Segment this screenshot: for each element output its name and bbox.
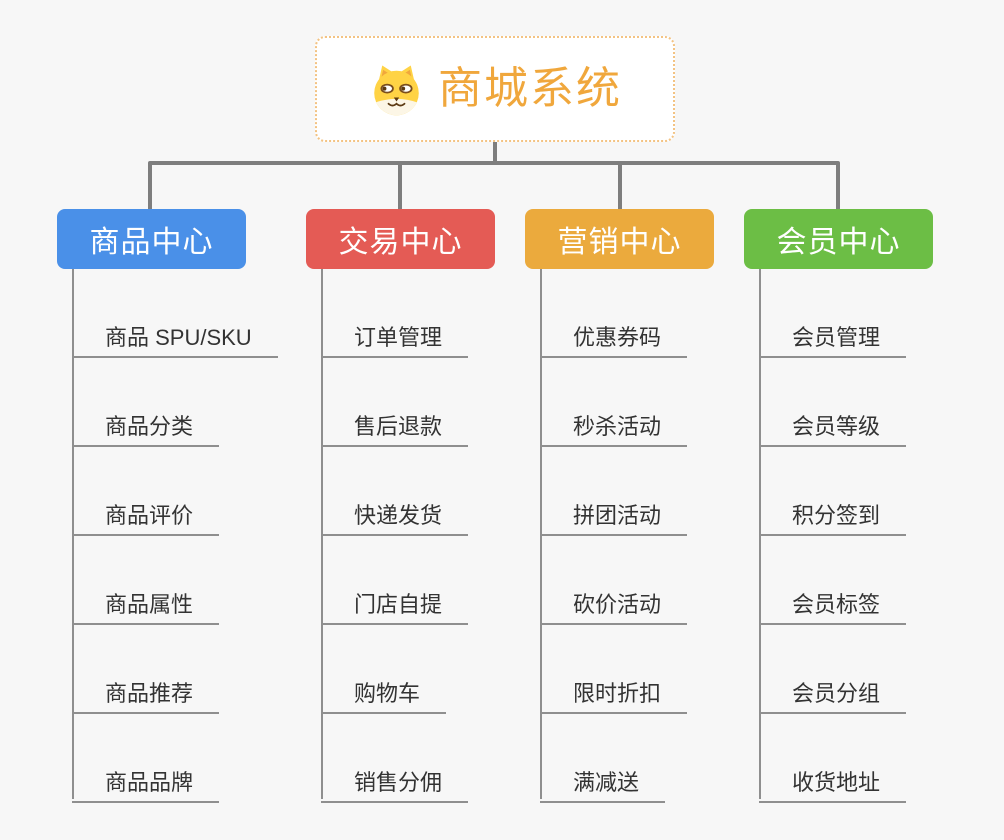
leaf-node[interactable]: 会员标签	[759, 536, 907, 625]
leaf-label: 拼团活动	[573, 502, 662, 528]
leaf-label: 秒杀活动	[573, 413, 662, 439]
leaf-node[interactable]: 购物车	[321, 625, 447, 714]
leaf-label: 积分签到	[792, 502, 881, 528]
branch-node-marketing-center[interactable]: 营销中心	[525, 209, 714, 269]
leaf-label: 商品品牌	[105, 769, 194, 795]
leaf-label: 满减送	[573, 769, 640, 795]
leaf-list: 优惠券码 秒杀活动 拼团活动 砍价活动 限时折扣	[540, 269, 715, 803]
leaf-label: 销售分佣	[354, 769, 443, 795]
leaf-node[interactable]: 会员等级	[759, 358, 907, 447]
leaf-node[interactable]: 商品分类	[72, 358, 220, 447]
connector-drop-branch-1	[148, 163, 152, 210]
leaf-node[interactable]: 商品推荐	[72, 625, 220, 714]
leaf-label: 商品属性	[105, 591, 194, 617]
connector-drop-branch-4	[836, 163, 840, 210]
branch-label: 交易中心	[338, 226, 463, 259]
connector-horizontal	[148, 161, 840, 165]
leaf-node[interactable]: 会员分组	[759, 625, 907, 714]
leaf-list: 订单管理 售后退款 快递发货 门店自提 购物车 销	[321, 269, 496, 803]
branch-trade-center: 交易中心 订单管理 售后退款 快递发货 门店自提	[306, 209, 496, 803]
leaf-node[interactable]: 满减送	[540, 714, 666, 803]
dog-face-icon	[374, 64, 419, 115]
leaf-label: 门店自提	[354, 591, 443, 617]
leaf-list: 商品 SPU/SKU 商品分类 商品评价 商品属性 商品推荐	[72, 269, 278, 803]
branch-trunk-line	[72, 269, 74, 799]
leaf-label: 会员标签	[792, 591, 881, 617]
connector-drop-branch-2	[398, 163, 402, 210]
connector-drop-branch-3	[618, 163, 622, 210]
leaf-label: 会员管理	[792, 324, 881, 350]
branch-trunk-line	[540, 269, 542, 799]
leaf-node[interactable]: 销售分佣	[321, 714, 469, 803]
branch-node-trade-center[interactable]: 交易中心	[306, 209, 495, 269]
leaf-node[interactable]: 拼团活动	[540, 447, 688, 536]
branch-trunk-line	[321, 269, 323, 799]
leaf-label: 订单管理	[354, 324, 443, 350]
leaf-node[interactable]: 商品品牌	[72, 714, 220, 803]
branch-member-center: 会员中心 会员管理 会员等级 积分签到 会员标签	[744, 209, 934, 803]
leaf-label: 商品推荐	[105, 680, 194, 706]
leaf-node[interactable]: 商品属性	[72, 536, 220, 625]
leaf-node[interactable]: 收货地址	[759, 714, 907, 803]
leaf-label: 收货地址	[792, 769, 881, 795]
leaf-label: 购物车	[354, 680, 421, 706]
branch-node-member-center[interactable]: 会员中心	[744, 209, 933, 269]
branch-label: 会员中心	[776, 226, 901, 259]
branch-marketing-center: 营销中心 优惠券码 秒杀活动 拼团活动 砍价活动	[525, 209, 715, 803]
leaf-label: 会员分组	[792, 680, 881, 706]
leaf-node[interactable]: 订单管理	[321, 269, 469, 358]
leaf-node[interactable]: 售后退款	[321, 358, 469, 447]
branch-trunk-line	[759, 269, 761, 799]
leaf-label: 会员等级	[792, 413, 881, 439]
leaf-node[interactable]: 商品评价	[72, 447, 220, 536]
root-node[interactable]: 商城系统	[315, 36, 675, 142]
leaf-node[interactable]: 积分签到	[759, 447, 907, 536]
branch-product-center: 商品中心 商品 SPU/SKU 商品分类 商品评价 商品属性	[57, 209, 278, 803]
leaf-label: 砍价活动	[573, 591, 662, 617]
leaf-node[interactable]: 门店自提	[321, 536, 469, 625]
leaf-node[interactable]: 会员管理	[759, 269, 907, 358]
leaf-label: 优惠券码	[573, 324, 662, 350]
branch-label: 营销中心	[557, 226, 682, 259]
leaf-list: 会员管理 会员等级 积分签到 会员标签 会员分组	[759, 269, 934, 803]
leaf-node[interactable]: 砍价活动	[540, 536, 688, 625]
leaf-label: 商品评价	[105, 502, 194, 528]
leaf-label: 商品分类	[105, 413, 194, 439]
branch-node-product-center[interactable]: 商品中心	[57, 209, 246, 269]
leaf-node[interactable]: 秒杀活动	[540, 358, 688, 447]
connector-root-drop	[493, 139, 497, 165]
leaf-label: 商品 SPU/SKU	[105, 324, 252, 350]
leaf-label: 售后退款	[354, 413, 443, 439]
leaf-node[interactable]: 商品 SPU/SKU	[72, 269, 278, 358]
leaf-label: 限时折扣	[573, 680, 662, 706]
leaf-node[interactable]: 快递发货	[321, 447, 469, 536]
leaf-label: 快递发货	[354, 502, 443, 528]
root-title: 商城系统	[438, 64, 622, 113]
leaf-node[interactable]: 限时折扣	[540, 625, 688, 714]
leaf-node[interactable]: 优惠券码	[540, 269, 688, 358]
branch-label: 商品中心	[89, 226, 214, 259]
